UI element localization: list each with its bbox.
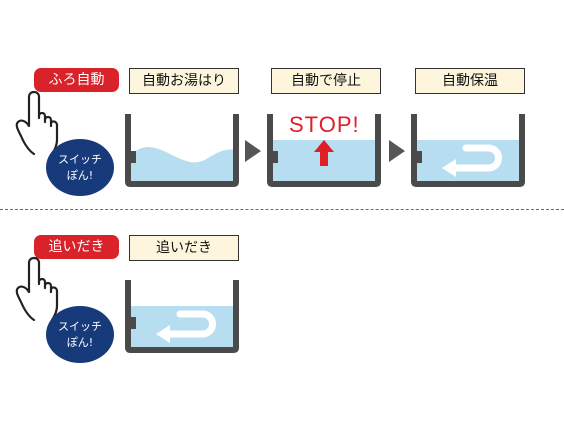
next-arrow-icon — [389, 140, 405, 162]
oidaki-button[interactable]: 追いだき — [34, 235, 119, 259]
tub-outlet — [128, 151, 136, 163]
switch-line2: ぽん! — [66, 335, 94, 349]
tub-outlet — [414, 151, 422, 163]
step-label-reheat: 追いだき — [129, 235, 239, 261]
tub-reheat — [125, 280, 239, 353]
switch-pon-badge: スイッチ ぽん! — [46, 306, 114, 363]
circulation-arrow-icon — [446, 144, 502, 172]
section-divider — [0, 209, 564, 210]
circulation-arrow-icon — [160, 310, 216, 338]
switch-pon-badge: スイッチ ぽん! — [46, 139, 114, 196]
switch-line1: スイッチ — [58, 319, 102, 333]
hand-pointer-icon — [15, 256, 59, 322]
tub-auto-fill — [125, 114, 239, 187]
switch-line1: スイッチ — [58, 152, 102, 166]
tub-outlet — [270, 151, 278, 163]
step-label-auto-fill: 自動お湯はり — [129, 68, 239, 94]
switch-line2: ぽん! — [66, 168, 94, 182]
hand-pointer-icon — [15, 90, 59, 156]
tub-auto-stop — [267, 114, 381, 187]
next-arrow-icon — [245, 140, 261, 162]
step-label-auto-stop: 自動で停止 — [271, 68, 381, 94]
step-label-auto-keep-warm: 自動保温 — [415, 68, 525, 94]
tub-outlet — [128, 317, 136, 329]
stop-text: STOP! — [289, 112, 360, 137]
up-arrow-icon — [314, 140, 334, 166]
furo-jido-button[interactable]: ふろ自動 — [34, 68, 119, 92]
tub-auto-keep-warm — [411, 114, 525, 187]
